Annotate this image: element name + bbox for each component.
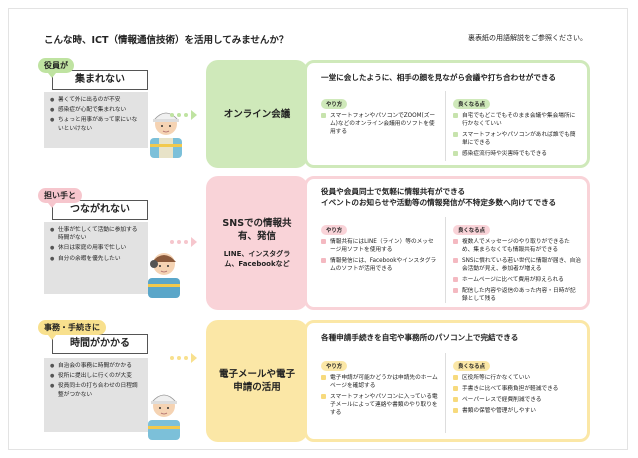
issue-item: 感染症が心配で集まれない: [50, 106, 143, 114]
issue-item: 自分の余暇を優先したい: [50, 255, 143, 263]
arrow-right-icon: [170, 237, 197, 247]
issue-list: 自治会の事務に時間がかかる 役所に提出しに行くのが大変 役員同士の打ち合わせの日…: [44, 358, 148, 432]
solution-online-meeting: オンライン会議: [206, 60, 308, 168]
howto-tag: やり方: [321, 361, 348, 371]
issue-list: 仕事が忙しくて活動に参加する時間がない 休日は家庭の用事で忙しい 自分の余暇を優…: [44, 222, 148, 294]
detail-card-sns: 役員や会員同士で気軽に情報共有ができる イベントのお知らせや活動等の情報発信が不…: [304, 176, 590, 310]
howto-item: 情報共有にはLINE（ライン）等のメッセージ用ソフトを使用する: [321, 238, 439, 254]
howto-item: スマートフォンやパソコンでZOOM(ズーム)などのオンライン会議用のソフトを使用…: [321, 112, 439, 136]
column-divider: [445, 217, 446, 303]
merit-item: ホームページに比べて費用が抑えられる: [453, 276, 581, 284]
solution-title: 電子メールや電子申請の活用: [218, 369, 295, 393]
howto-tag: やり方: [321, 99, 348, 109]
merit-item: SNSに慣れている若い世代に情報が届き、自治会活動が見え、参加者が増える: [453, 257, 581, 273]
merit-item: ペーパーレスで経費削減できる: [453, 396, 581, 404]
detail-headline: 一堂に会したように、相手の顔を見ながら会議や打ち合わせができる: [321, 73, 557, 82]
detail-card-online-meeting: 一堂に会したように、相手の顔を見ながら会議や打ち合わせができる やり方 スマート…: [304, 60, 590, 168]
problem-tag: 役員が: [38, 58, 74, 78]
detail-headline: 各種申請手続きを自宅や事務所のパソコン上で完結できる: [321, 333, 519, 342]
merit-item: 感染症流行時や災害時でもできる: [453, 150, 581, 158]
problem-tag: 担い手と: [38, 188, 82, 208]
solution-email: 電子メールや電子申請の活用: [206, 320, 308, 442]
merit-tag: 良くなる点: [453, 225, 490, 235]
merit-column: 良くなる点 自宅でもどこでもそのまま会議や集会場所に行かなくていい スマートフォ…: [453, 91, 581, 161]
problem-block-connections: 担い手と つながれない 仕事が忙しくて活動に参加する時間がない 休日は家庭の用事…: [38, 186, 168, 306]
page-title: こんな時、ICT（情報通信技術）を活用してみませんか？: [44, 35, 289, 46]
howto-column: やり方 スマートフォンやパソコンでZOOM(ズーム)などのオンライン会議用のソフ…: [321, 91, 439, 139]
issue-item: 休日は家庭の用事で忙しい: [50, 244, 143, 252]
detail-card-email: 各種申請手続きを自宅や事務所のパソコン上で完結できる やり方 電子申請が可能かど…: [304, 320, 590, 442]
solution-sns: SNSでの情報共有、発信 LINE、インスタグラム、Facebookなど: [206, 176, 308, 310]
problem-block-meetings: 役員が 集まれない 暑くて外に出るのが不安 感染症が心配で集まれない ちょっと用…: [38, 56, 168, 166]
issue-item: 役員同士の打ち合わせの日程調整がつかない: [50, 382, 143, 398]
column-divider: [445, 353, 446, 433]
howto-column: やり方 情報共有にはLINE（ライン）等のメッセージ用ソフトを使用する 情報発信…: [321, 217, 439, 276]
issue-item: 役所に提出しに行くのが大変: [50, 372, 143, 380]
arrow-right-icon: [170, 110, 197, 120]
merit-item: スマートフォンやパソコンがあれば誰でも簡単にできる: [453, 131, 581, 147]
problem-label: 集まれない: [52, 70, 148, 90]
detail-headline: 役員や会員同士で気軽に情報共有ができる: [321, 187, 466, 196]
column-divider: [445, 91, 446, 161]
merit-item: 書類の保管や管理がしやすい: [453, 407, 581, 415]
merit-item: 手書きに比べて事務負担が軽減できる: [453, 385, 581, 393]
page-note: 裏表紙の用語解説をご参照ください。: [468, 34, 587, 42]
howto-tag: やり方: [321, 225, 348, 235]
merit-tag: 良くなる点: [453, 99, 490, 109]
howto-item: 情報発信には、Facebookやインスタグラムのソフトが活用できる: [321, 257, 439, 273]
merit-item: 複数人でメッセージのやり取りができるため、集まらなくても情報共有ができる: [453, 238, 581, 254]
merit-item: 配信した内容や返信のあった内容・日時が記録として残る: [453, 287, 581, 303]
merit-column: 良くなる点 区役所等に行かなくていい 手書きに比べて事務負担が軽減できる ペーパ…: [453, 353, 581, 418]
merit-tag: 良くなる点: [453, 361, 490, 371]
worker-illustration: [148, 394, 180, 440]
howto-column: やり方 電子申請が可能かどうかは申請先のホームページを確認する スマートフォンや…: [321, 353, 439, 420]
solution-subtitle: LINE、インスタグラム、Facebookなど: [223, 250, 291, 268]
problem-label: 時間がかかる: [52, 334, 148, 354]
issue-list: 暑くて外に出るのが不安 感染症が心配で集まれない ちょっと用事があって家にいない…: [44, 92, 148, 148]
worker-illustration: [150, 112, 182, 158]
issue-item: 暑くて外に出るのが不安: [50, 96, 143, 104]
merit-item: 自宅でもどこでもそのまま会議や集会場所に行かなくていい: [453, 112, 581, 128]
howto-item: スマートフォンやパソコンに入っている電子メールによって連絡や書類のやり取りをする: [321, 393, 439, 417]
problem-label: つながれない: [52, 200, 148, 220]
worker-illustration: [148, 253, 180, 298]
solution-title: オンライン会議: [223, 108, 291, 120]
issue-item: ちょっと用事があって家にいないといけない: [50, 116, 143, 132]
issue-item: 自治会の事務に時間がかかる: [50, 362, 143, 370]
issue-item: 仕事が忙しくて活動に参加する時間がない: [50, 226, 143, 242]
merit-column: 良くなる点 複数人でメッセージのやり取りができるため、集まらなくても情報共有がで…: [453, 217, 581, 306]
problem-tag: 事務・手続きに: [38, 320, 106, 340]
arrow-right-icon: [170, 353, 197, 363]
merit-item: 区役所等に行かなくていい: [453, 374, 581, 382]
howto-item: 電子申請が可能かどうかは申請先のホームページを確認する: [321, 374, 439, 390]
problem-block-paperwork: 事務・手続きに 時間がかかる 自治会の事務に時間がかかる 役所に提出しに行くのが…: [38, 318, 168, 438]
solution-title: SNSでの情報共有、発信: [222, 218, 292, 242]
detail-headline-2: イベントのお知らせや活動等の情報発信が不特定多数へ向けてできる: [321, 198, 557, 207]
